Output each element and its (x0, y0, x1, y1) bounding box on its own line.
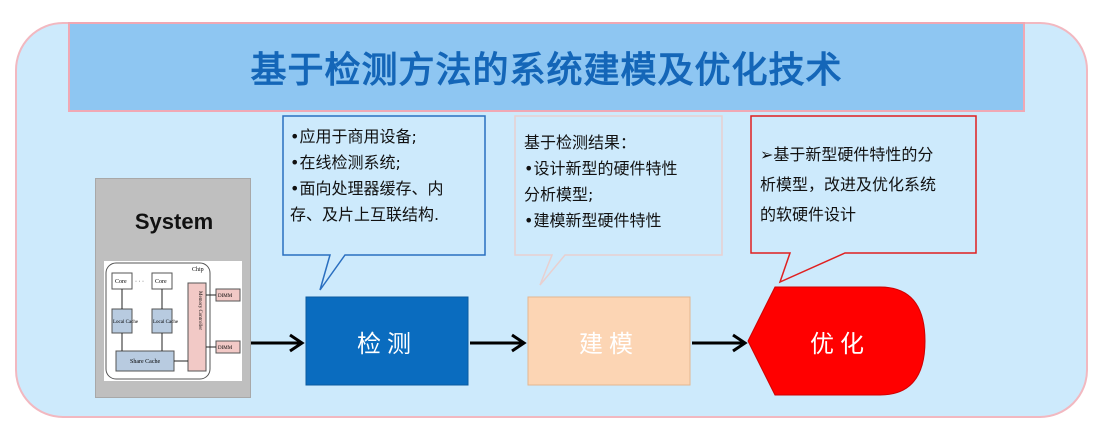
system-label: System (134, 209, 214, 234)
dimm-label: DIMM (218, 294, 233, 299)
core-label: Core (155, 279, 167, 285)
arrows (250, 333, 748, 353)
step-model-label: 建模 (579, 329, 639, 358)
callout-line: •面向处理器缓存、内 (290, 179, 444, 198)
memory-controller-label: Memory Controller (197, 291, 202, 330)
callout-line: •在线检测系统; (290, 153, 401, 172)
share-cache-label: Share Cache (130, 359, 160, 365)
callout-2-text: 基于检测结果： •设计新型的硬件特性 分析模型; •建模新型硬件特性 (524, 130, 677, 234)
chip-diagram: Chip Core Core · · · Local Cache Local C… (104, 261, 242, 381)
step-detect-label: 检测 (357, 329, 417, 358)
callout-line: 析模型，改进及优化系统 (760, 175, 937, 194)
core-label: Core (115, 279, 127, 285)
chip-label: Chip (192, 267, 204, 273)
callout-line: •应用于商用设备; (290, 127, 417, 146)
callout-1-text: •应用于商用设备; •在线检测系统; •面向处理器缓存、内 存、及片上互联结构. (290, 124, 443, 228)
callout-line: 存、及片上互联结构. (290, 205, 440, 224)
step-model-box (527, 296, 691, 386)
dimm-label: DIMM (218, 346, 233, 351)
callout-3-text: ➢基于新型硬件特性的分 析模型，改进及优化系统 的软硬件设计 (760, 140, 936, 230)
callout-1-shape (282, 115, 486, 291)
callout-line: 基于检测结果： (524, 133, 637, 152)
callout-3-shape (750, 115, 977, 284)
step-optimize-shape (747, 286, 926, 396)
callout-line: •设计新型的硬件特性 (524, 159, 678, 178)
title: 基于检测方法的系统建模及优化技术 (250, 50, 843, 91)
callout-line: 的软硬件设计 (760, 205, 857, 224)
step-detect-box (305, 296, 469, 386)
callout-line: 分析模型; (524, 185, 594, 204)
callout-2-shape (514, 115, 723, 286)
callout-line: •建模新型硬件特性 (524, 211, 662, 230)
callout-line: ➢基于新型硬件特性的分 (760, 145, 934, 164)
title-banner: 基于检测方法的系统建模及优化技术 (68, 22, 1025, 112)
chip-svg: Chip Core Core · · · Local Cache Local C… (105, 262, 241, 380)
system-panel: System Chip Core Core · · · Local Cache … (95, 178, 251, 398)
core-dots: · · · (135, 279, 144, 285)
step-optimize-label: 优化 (810, 329, 870, 358)
local-cache-label: Local Cache (113, 320, 139, 325)
local-cache-label: Local Cache (153, 320, 179, 325)
